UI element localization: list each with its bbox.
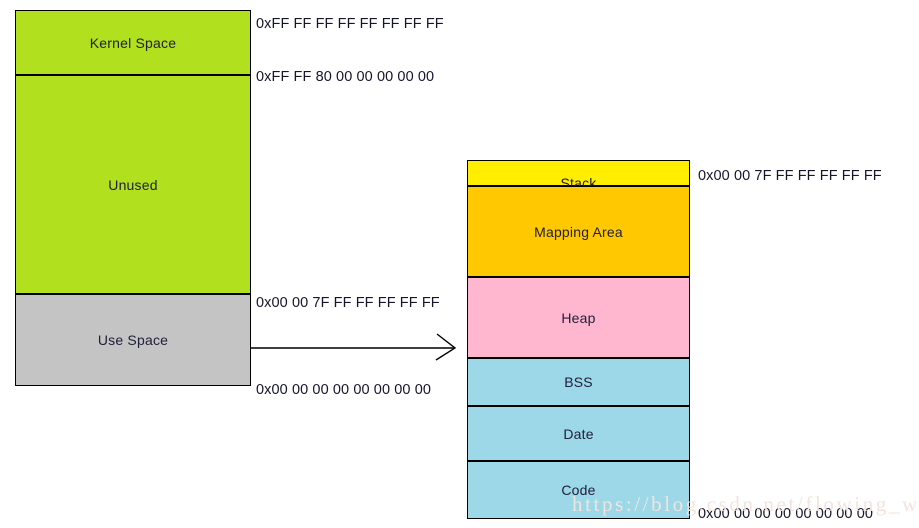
- address-label-user-top: 0x00 00 7F FF FF FF FF FF: [256, 295, 440, 311]
- block-use-space: Use Space: [15, 294, 251, 386]
- address-label-kernel-bottom: 0xFF FF 80 00 00 00 00 00: [256, 69, 435, 85]
- block-data-label: Date: [563, 425, 594, 442]
- block-bss-label: BSS: [564, 374, 593, 390]
- block-bss: BSS: [467, 358, 690, 406]
- address-label-user-bottom: 0x00 00 00 00 00 00 00 00: [256, 382, 432, 398]
- block-kernel-space-label: Kernel Space: [89, 34, 177, 51]
- block-mapping-area: Mapping Area: [467, 186, 690, 277]
- block-code: Code: [467, 461, 690, 519]
- block-kernel-space: Kernel Space: [15, 10, 251, 75]
- address-label-code-bottom: 0x00 00 00 00 00 00 00 00: [698, 506, 874, 522]
- block-code-label: Code: [561, 482, 596, 498]
- block-heap: Heap: [467, 277, 690, 358]
- address-label-kernel-top: 0xFF FF FF FF FF FF FF FF: [256, 16, 444, 32]
- block-unused-label: Unused: [108, 176, 158, 193]
- block-heap-label: Heap: [561, 309, 596, 326]
- block-data: Date: [467, 406, 690, 461]
- expand-arrow-icon: [251, 333, 457, 361]
- address-label-stack-top: 0x00 00 7F FF FF FF FF FF: [698, 168, 882, 184]
- block-use-space-label: Use Space: [97, 332, 169, 348]
- block-stack: Stack: [467, 160, 690, 191]
- block-mapping-area-label: Mapping Area: [534, 223, 623, 240]
- block-unused: Unused: [15, 75, 251, 294]
